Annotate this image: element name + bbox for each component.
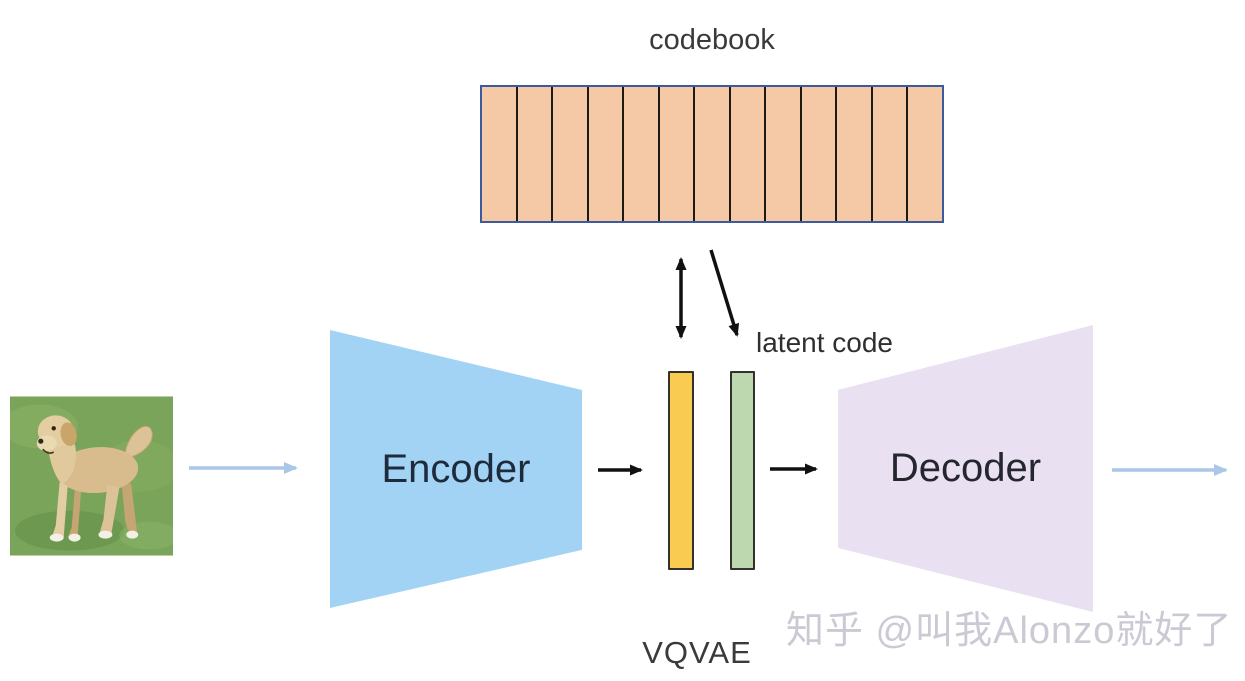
codebook-grid: [480, 85, 944, 223]
codebook-cell: [731, 87, 767, 221]
codebook-cell: [553, 87, 589, 221]
dog-figure: [36, 415, 153, 542]
codebook-cell: [802, 87, 838, 221]
encoder-block: Encoder: [330, 330, 582, 608]
codebook-cell: [873, 87, 909, 221]
codebook-cell: [624, 87, 660, 221]
watermark-text: 知乎 @叫我Alonzo就好了: [786, 610, 1233, 652]
codebook-cell: [482, 87, 518, 221]
input-dog-image: [10, 396, 173, 556]
codebook-label: codebook: [649, 24, 775, 56]
decoder-label: Decoder: [889, 446, 1042, 490]
codebook-cell: [518, 87, 554, 221]
dog-eye: [51, 426, 56, 431]
encoder-label: Encoder: [381, 446, 531, 491]
latent-code-label: latent code: [756, 327, 893, 358]
codebook-cell: [660, 87, 696, 221]
codebook-cell: [695, 87, 731, 221]
decoder-block: Decoder: [838, 325, 1093, 612]
dog-nose: [38, 438, 44, 444]
codebook-cell: [589, 87, 625, 221]
diagram-caption: VQVAE: [642, 635, 752, 670]
codebook-cell: [908, 87, 942, 221]
quantized-vector-bar: [668, 371, 694, 570]
arrow-codebook-to-latent-code: [709, 249, 740, 337]
latent-code-bar: [730, 371, 755, 570]
codebook-cell: [837, 87, 873, 221]
codebook-cell: [766, 87, 802, 221]
